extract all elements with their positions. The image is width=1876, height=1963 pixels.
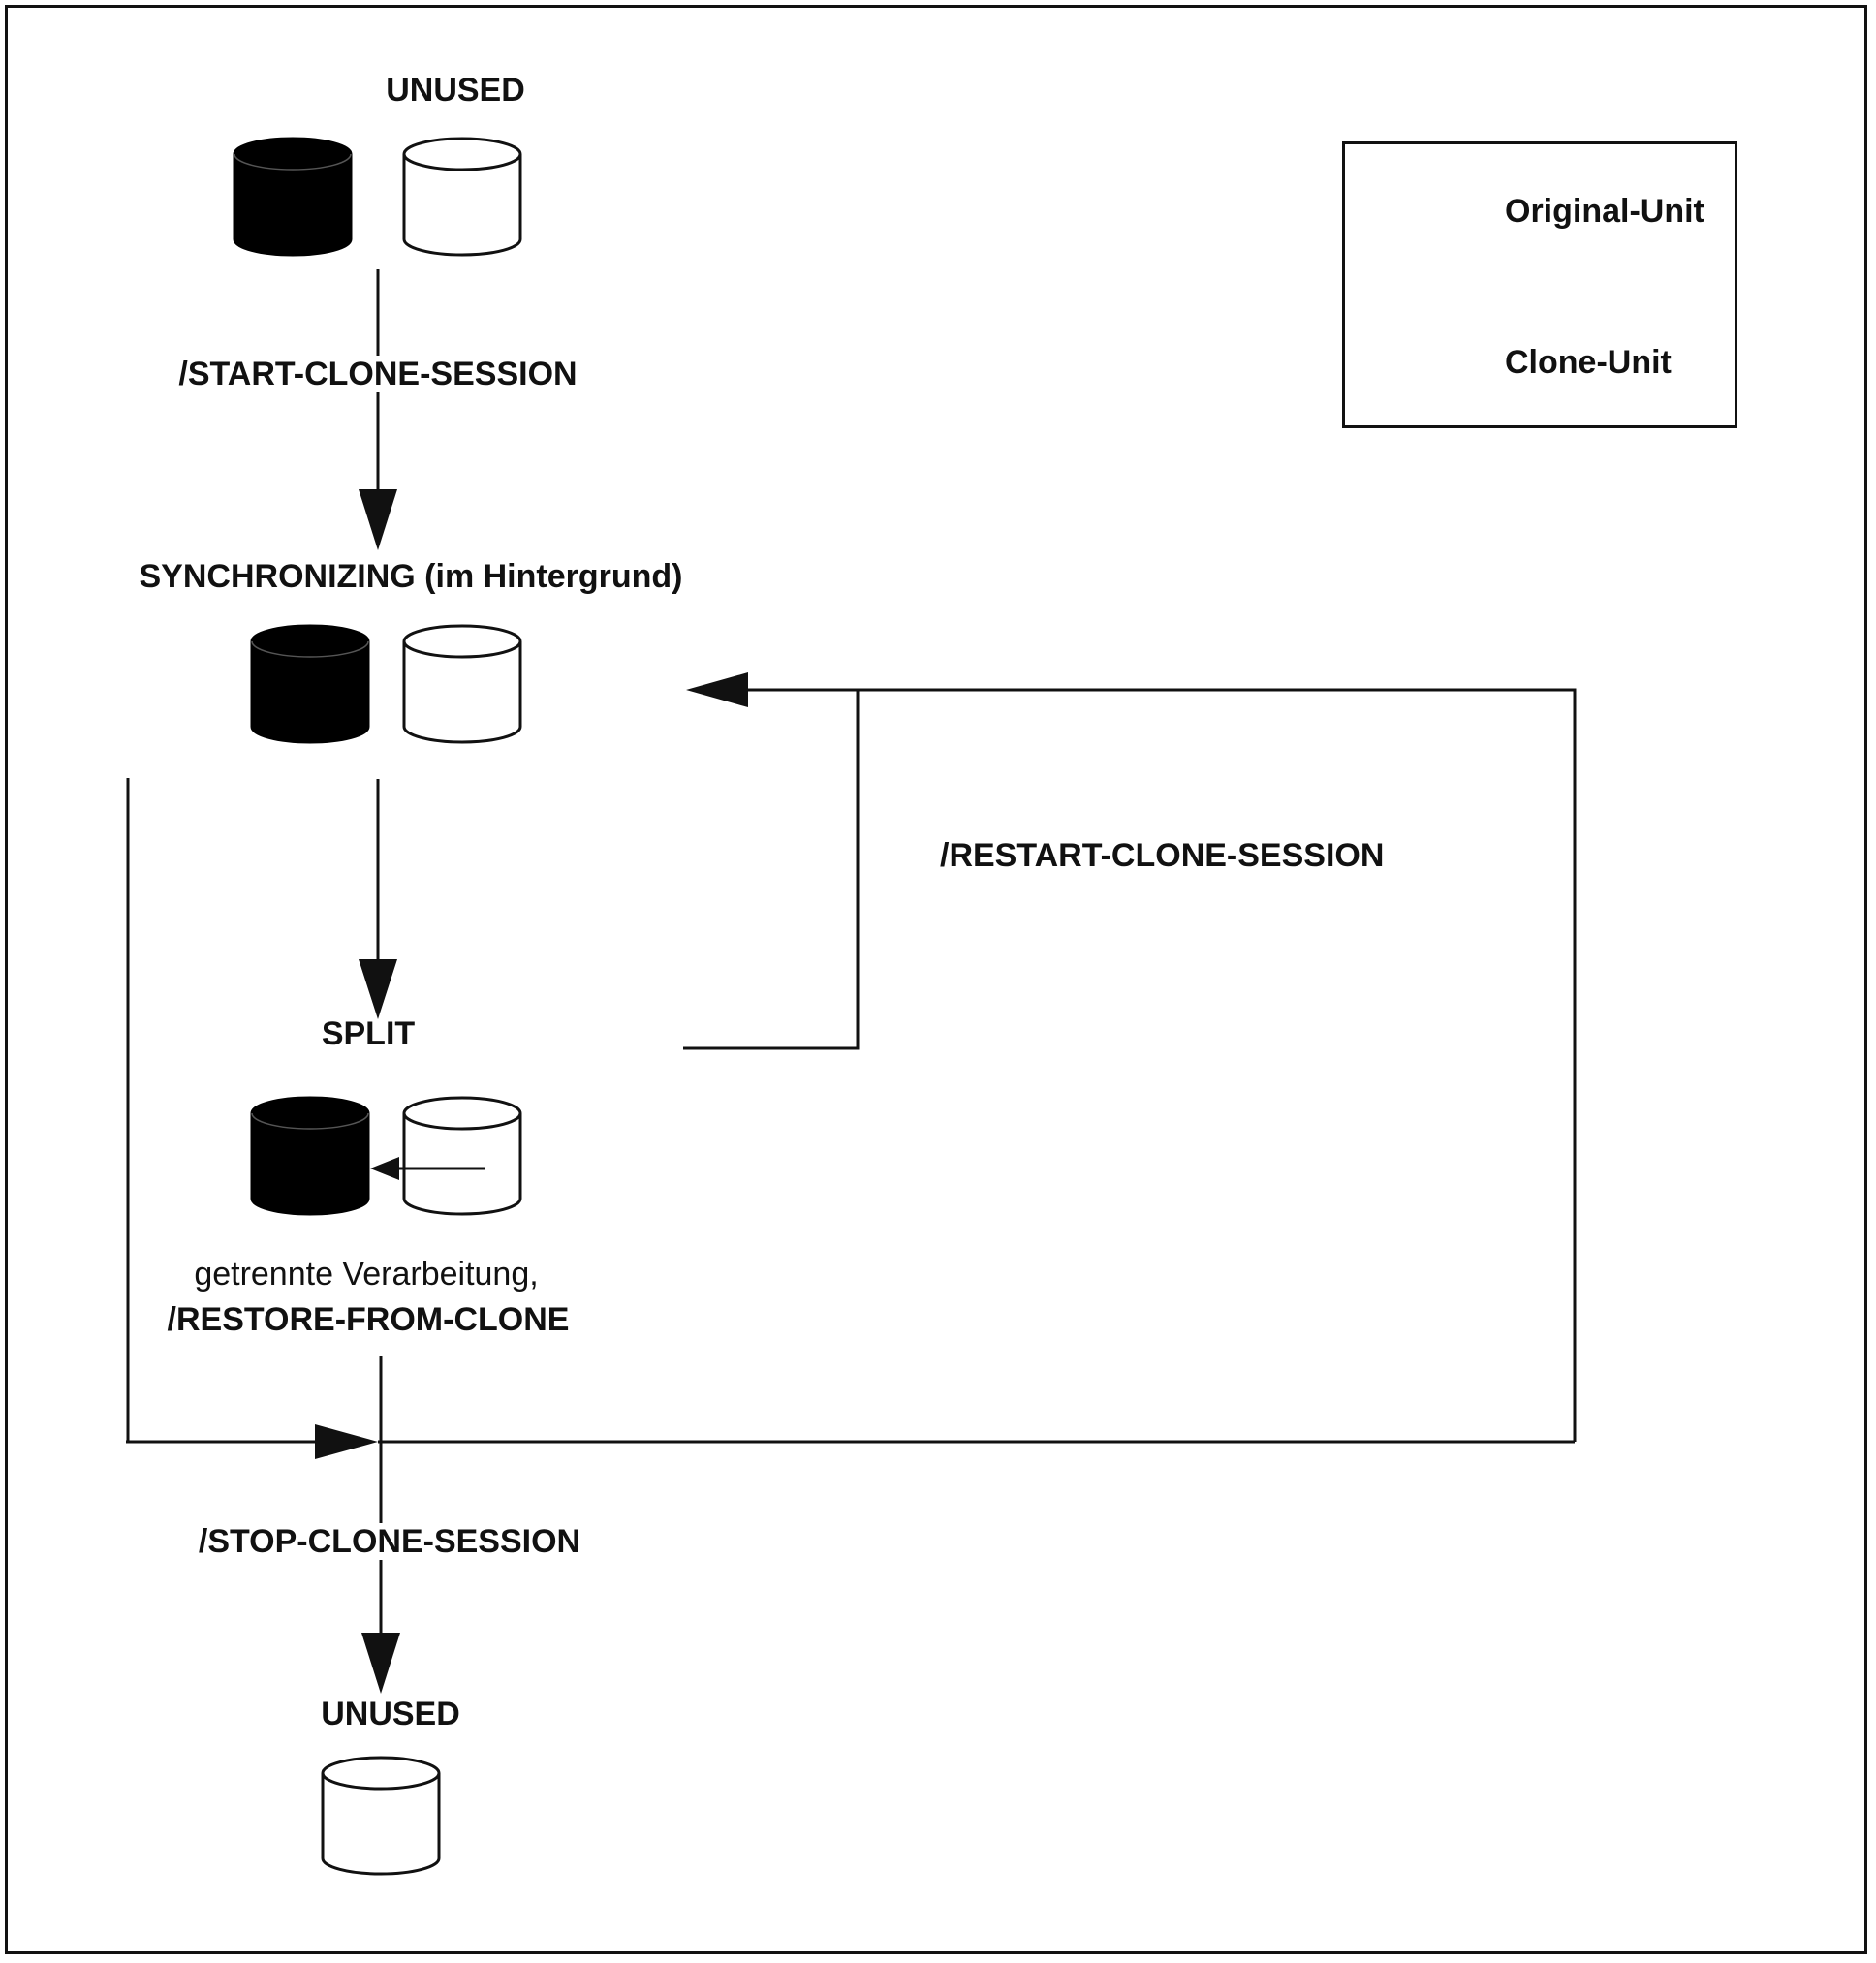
split-note-line1: getrennte Verarbeitung,	[194, 1256, 539, 1293]
state-label-split: SPLIT	[321, 1015, 416, 1052]
restart-transition-arrow	[683, 672, 1577, 1442]
clone-unit-icon	[402, 624, 522, 744]
legend-label-original: Original-Unit	[1505, 193, 1704, 230]
transition-label-stop: /STOP-CLONE-SESSION	[192, 1523, 587, 1560]
legend	[1342, 141, 1737, 428]
split-note-line2: /RESTORE-FROM-CLONE	[167, 1301, 570, 1338]
legend-label-clone: Clone-Unit	[1505, 344, 1672, 381]
sync-bypass-line	[126, 778, 378, 1459]
stop-transition-arrow	[361, 1356, 400, 1694]
state-label-unused-bottom: UNUSED	[321, 1696, 460, 1732]
original-unit-icon	[250, 624, 370, 744]
restore-arrow-icon	[370, 1157, 485, 1180]
original-unit-icon	[233, 137, 353, 257]
sync-to-split-arrow	[359, 779, 397, 1019]
start-transition-arrow	[359, 269, 397, 550]
transition-label-start: /START-CLONE-SESSION	[172, 356, 583, 392]
transition-label-restart: /RESTART-CLONE-SESSION	[940, 837, 1385, 874]
original-unit-icon	[250, 1096, 370, 1216]
clone-unit-icon	[402, 1096, 522, 1216]
state-label-unused-top: UNUSED	[386, 72, 525, 109]
diagram-frame	[5, 5, 1867, 1954]
state-label-synchronizing: SYNCHRONIZING (im Hintergrund)	[139, 558, 683, 595]
clone-unit-icon	[321, 1756, 441, 1876]
clone-unit-icon	[402, 137, 522, 257]
